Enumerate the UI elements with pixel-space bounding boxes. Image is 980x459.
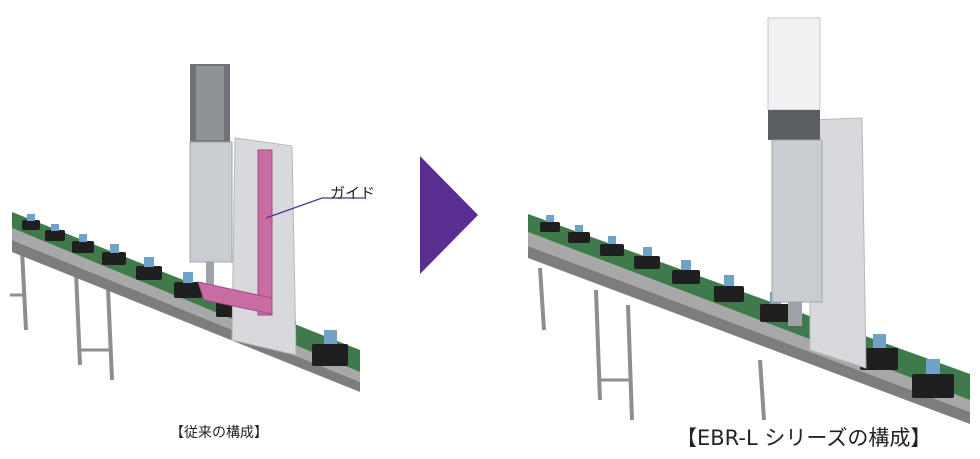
pallets xyxy=(22,220,348,366)
conveyor-belt xyxy=(528,214,970,400)
conveyor-rail xyxy=(12,228,360,382)
right-triangle-arrow-icon xyxy=(420,156,478,274)
guide-label: ガイド xyxy=(330,184,376,202)
before-caption: 【従来の構成】 xyxy=(170,425,268,441)
conveyor-legs xyxy=(538,267,766,421)
after-caption: 【EBR-L シリーズの構成】 xyxy=(676,426,932,450)
guide-highlight xyxy=(197,149,273,316)
actuator-motor xyxy=(767,17,821,111)
conventional-configuration-illustration xyxy=(10,64,364,392)
conveyor-legs xyxy=(10,249,114,381)
conveyor-rail xyxy=(528,232,970,412)
actuator-body xyxy=(771,139,823,303)
guide-leader-line xyxy=(265,197,364,219)
ebr-l-configuration-illustration xyxy=(528,17,970,424)
